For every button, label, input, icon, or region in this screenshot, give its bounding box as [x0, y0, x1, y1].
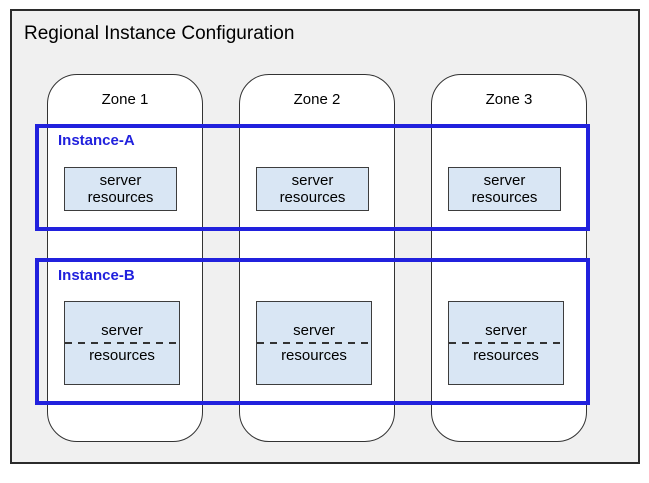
- instance-a-label: Instance-A: [58, 132, 135, 149]
- resource-label-line1: server: [291, 172, 334, 189]
- resource-label-line1: server: [101, 322, 143, 339]
- zone-3-label: Zone 3: [485, 91, 533, 108]
- instance-a-boundary: [35, 124, 590, 231]
- instance-b-label: Instance-B: [58, 267, 135, 284]
- server-resources-box-a-zone3: server resources: [448, 167, 561, 211]
- resource-label-line2: resources: [89, 347, 155, 364]
- page-title: Regional Instance Configuration: [24, 23, 295, 44]
- resource-label-line1: server: [485, 322, 527, 339]
- resource-label-line1: server: [293, 322, 335, 339]
- dashed-divider: [257, 342, 371, 344]
- server-resources-box-b-zone3: server resources: [448, 301, 564, 385]
- zone-1-label: Zone 1: [101, 91, 149, 108]
- instance-b-boundary: [35, 258, 590, 405]
- dashed-divider: [449, 342, 563, 344]
- resource-label-line1: server: [99, 172, 142, 189]
- resource-label-line2: resources: [281, 347, 347, 364]
- server-resources-box-a-zone2: server resources: [256, 167, 369, 211]
- resource-label-line1: server: [483, 172, 526, 189]
- resource-label-line2: resources: [87, 189, 154, 206]
- zone-2-label: Zone 2: [293, 91, 341, 108]
- server-resources-box-b-zone2: server resources: [256, 301, 372, 385]
- dashed-divider: [65, 342, 179, 344]
- server-resources-box-a-zone1: server resources: [64, 167, 177, 211]
- resource-label-line2: resources: [471, 189, 538, 206]
- region-box: Regional Instance Configuration Zone 1 Z…: [10, 9, 640, 464]
- resource-label-line2: resources: [473, 347, 539, 364]
- resource-label-line2: resources: [279, 189, 346, 206]
- server-resources-box-b-zone1: server resources: [64, 301, 180, 385]
